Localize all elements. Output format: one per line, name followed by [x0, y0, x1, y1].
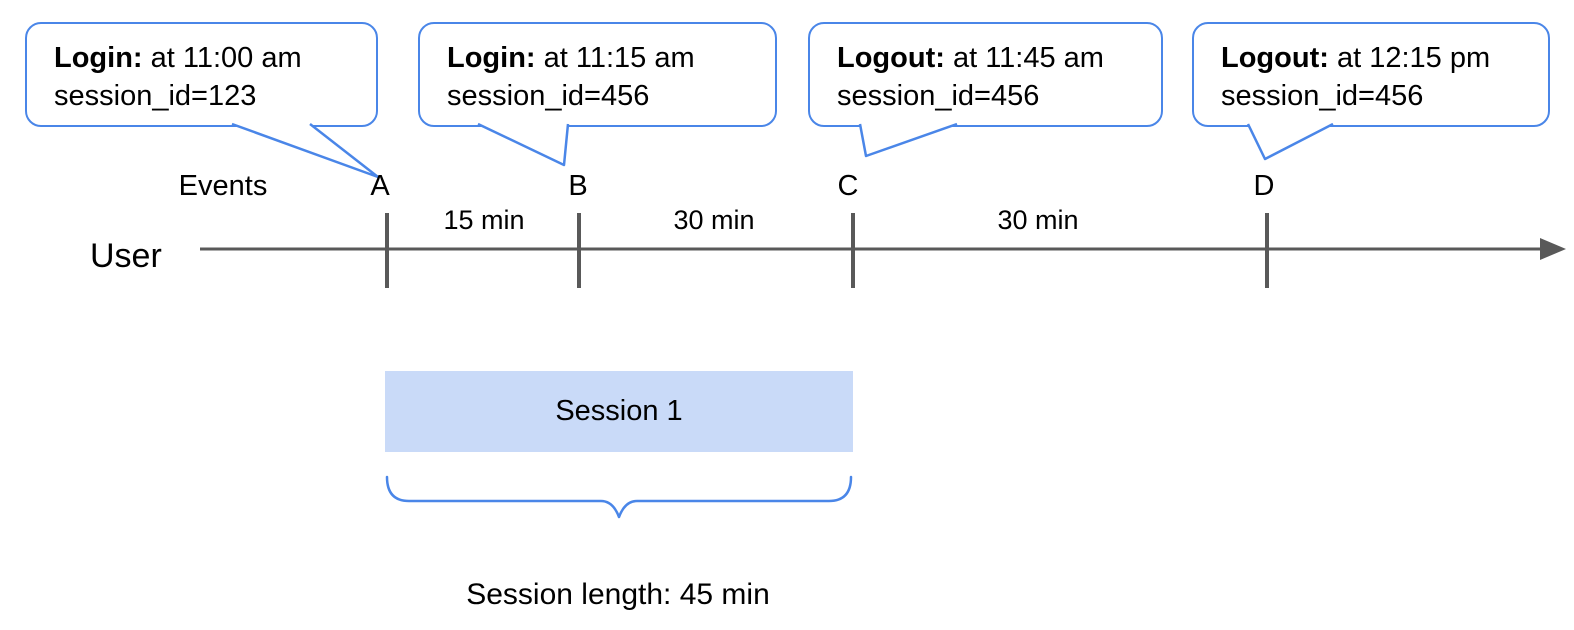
session-length-caption: Session length: 45 min [466, 578, 770, 611]
event-letter-d: D [1253, 170, 1275, 202]
session-1-label: Session 1 [555, 395, 683, 427]
event-time: at 11:15 am [535, 42, 695, 74]
event-letter-b: B [568, 170, 588, 202]
event-time: at 11:00 am [142, 42, 302, 74]
event-time: at 11:45 am [944, 42, 1104, 74]
event-letter-a: A [370, 170, 390, 202]
callout-tail-d [1246, 122, 1334, 161]
event-type-label: Login: [447, 42, 536, 74]
event-time: at 12:15 pm [1328, 42, 1491, 74]
callout-session-id: session_id=123 [54, 80, 257, 112]
callout-session-id: session_id=456 [1221, 80, 1424, 112]
event-type-label: Logout: [1221, 42, 1329, 74]
callout-session-id: session_id=456 [447, 80, 650, 112]
interval-a-b: 15 min [443, 205, 525, 235]
user-lane-label: User [90, 237, 162, 275]
timeline-arrowhead-icon [1540, 238, 1566, 260]
callout-tail-b [477, 122, 570, 167]
events-axis-label: Events [178, 170, 268, 202]
callout-tail-c [858, 122, 958, 158]
callout-line-1: Login: at 11:00 am [54, 39, 349, 77]
session-1-span-box: Session 1 [385, 371, 853, 452]
callout-login-b: Login: at 11:15 am session_id=456 [418, 22, 777, 127]
callout-session-id: session_id=456 [837, 80, 1040, 112]
session-length-brace [385, 475, 853, 519]
event-letter-c: C [837, 170, 859, 202]
callout-logout-d: Logout: at 12:15 pm session_id=456 [1192, 22, 1550, 127]
event-type-label: Login: [54, 42, 143, 74]
interval-b-c: 30 min [673, 205, 755, 235]
interval-c-d: 30 min [997, 205, 1079, 235]
callout-logout-c: Logout: at 11:45 am session_id=456 [808, 22, 1163, 127]
callout-login-a: Login: at 11:00 am session_id=123 [25, 22, 378, 127]
callout-line-1: Logout: at 11:45 am [837, 39, 1134, 77]
event-type-label: Logout: [837, 42, 945, 74]
callout-line-1: Logout: at 12:15 pm [1221, 39, 1521, 77]
callout-line-1: Login: at 11:15 am [447, 39, 748, 77]
